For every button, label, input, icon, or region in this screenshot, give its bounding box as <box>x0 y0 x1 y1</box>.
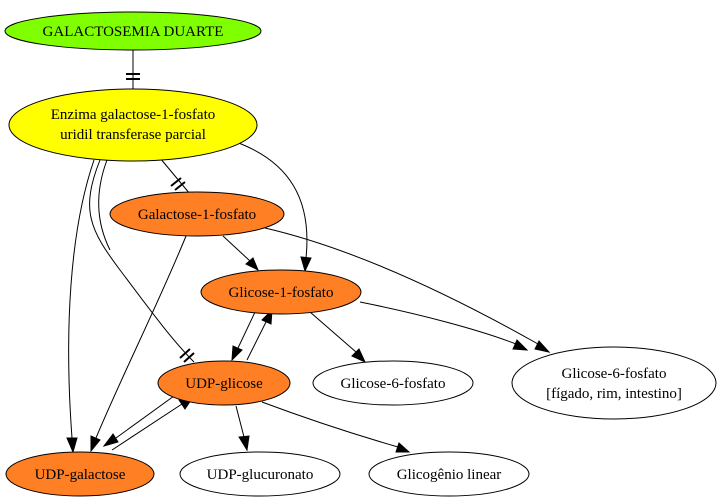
edge-galactosemia-enzima <box>126 50 140 92</box>
edge-galactose1p-glicose6p-tecidos <box>264 227 551 353</box>
node-enzima-label-line1: Enzima galactose-1-fosfato <box>51 107 216 123</box>
node-glicose-6-fosfato-tecidos-label-line1: Glicose-6-fosfato <box>562 366 667 382</box>
edge-galactose1p-glicose1p <box>222 235 259 272</box>
node-galactose-1-fosfato[interactable]: Galactose-1-fosfato <box>109 191 285 237</box>
edge-udpglicose-glicogenio <box>261 401 411 453</box>
edge-enzima-udpglicose <box>89 159 195 363</box>
node-glicose-6-fosfato-tecidos[interactable]: Glicose-6-fosfato [fígado, rim, intestin… <box>511 346 717 420</box>
node-glicose-6-fosfato-label: Glicose-6-fosfato <box>341 376 446 392</box>
edge-udpglicose-udpglucuronato <box>235 405 250 452</box>
edges-layer <box>66 50 551 454</box>
node-glicose-1-fosfato[interactable]: Glicose-1-fosfato <box>200 269 362 315</box>
edge-enzima-udpgalactose-b <box>98 159 111 251</box>
nodes-layer: GALACTOSEMIA DUARTE Enzima galactose-1-f… <box>4 11 717 497</box>
edge-galactose1p-udpgalactose <box>90 235 187 453</box>
edge-udpglicose-udpgalactose <box>102 395 175 447</box>
node-glicose-1-fosfato-label: Glicose-1-fosfato <box>229 285 334 301</box>
node-galactosemia-duarte-label: GALACTOSEMIA DUARTE <box>43 24 224 40</box>
node-glicose-6-fosfato-tecidos-label-line2: [fígado, rim, intestino] <box>546 386 682 402</box>
node-udp-glucuronato-label: UDP-glucuronato <box>207 467 314 483</box>
edge-enzima-udpgalactose-a <box>66 159 95 454</box>
edge-enzima-glicose1p <box>235 141 312 273</box>
node-udp-galactose-label: UDP-galactose <box>35 467 126 483</box>
edge-glicose1p-udpglicose <box>231 309 257 362</box>
node-glicose-6-fosfato[interactable]: Glicose-6-fosfato <box>312 360 474 406</box>
edge-enzima-galactose1p <box>159 157 191 195</box>
node-enzima-label-line2: uridil transferase parcial <box>60 127 206 143</box>
node-galactose-1-fosfato-label: Galactose-1-fosfato <box>138 207 256 223</box>
node-enzima[interactable]: Enzima galactose-1-fosfato uridil transf… <box>8 88 258 162</box>
node-glicogenio-linear-label: Glicogênio linear <box>397 467 502 483</box>
node-udp-glicose[interactable]: UDP-glicose <box>157 360 291 406</box>
node-glicogenio-linear[interactable]: Glicogênio linear <box>368 451 530 497</box>
edge-udpgalactose-udpglicose <box>111 396 195 451</box>
node-udp-galactose[interactable]: UDP-galactose <box>5 451 155 497</box>
node-udp-glucuronato[interactable]: UDP-glucuronato <box>179 451 341 497</box>
edge-glicose1p-glicose6p <box>309 311 367 364</box>
edge-udpglicose-glicose1p <box>246 308 273 361</box>
node-udp-glicose-label: UDP-glicose <box>185 376 263 392</box>
node-galactosemia-duarte[interactable]: GALACTOSEMIA DUARTE <box>4 11 262 51</box>
edge-glicose1p-glicose6p-tecidos <box>359 301 529 351</box>
